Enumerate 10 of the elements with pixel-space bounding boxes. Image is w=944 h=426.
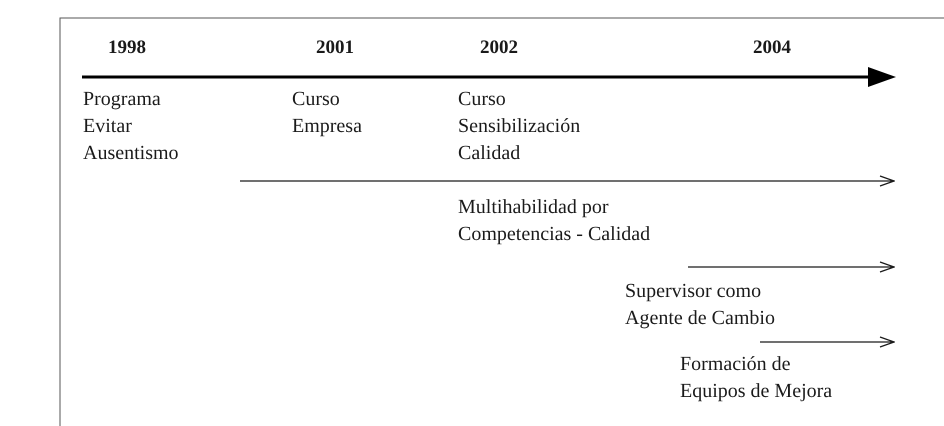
year-label: 2004 (753, 36, 792, 60)
program-label: Programa Evitar Ausentismo (83, 87, 180, 166)
program-label: Multihabilidad por Competencias - Calidad (458, 195, 652, 247)
year-label: 2001 (316, 36, 355, 60)
program-label: Supervisor como Agente de Cambio (625, 279, 776, 331)
year-label: 2002 (480, 36, 519, 60)
program-label: Curso Empresa (292, 87, 363, 139)
year-label: 1998 (108, 36, 147, 60)
program-label: Curso Sensibilización Calidad (458, 87, 582, 166)
program-label: Formación de Equipos de Mejora (680, 352, 834, 404)
